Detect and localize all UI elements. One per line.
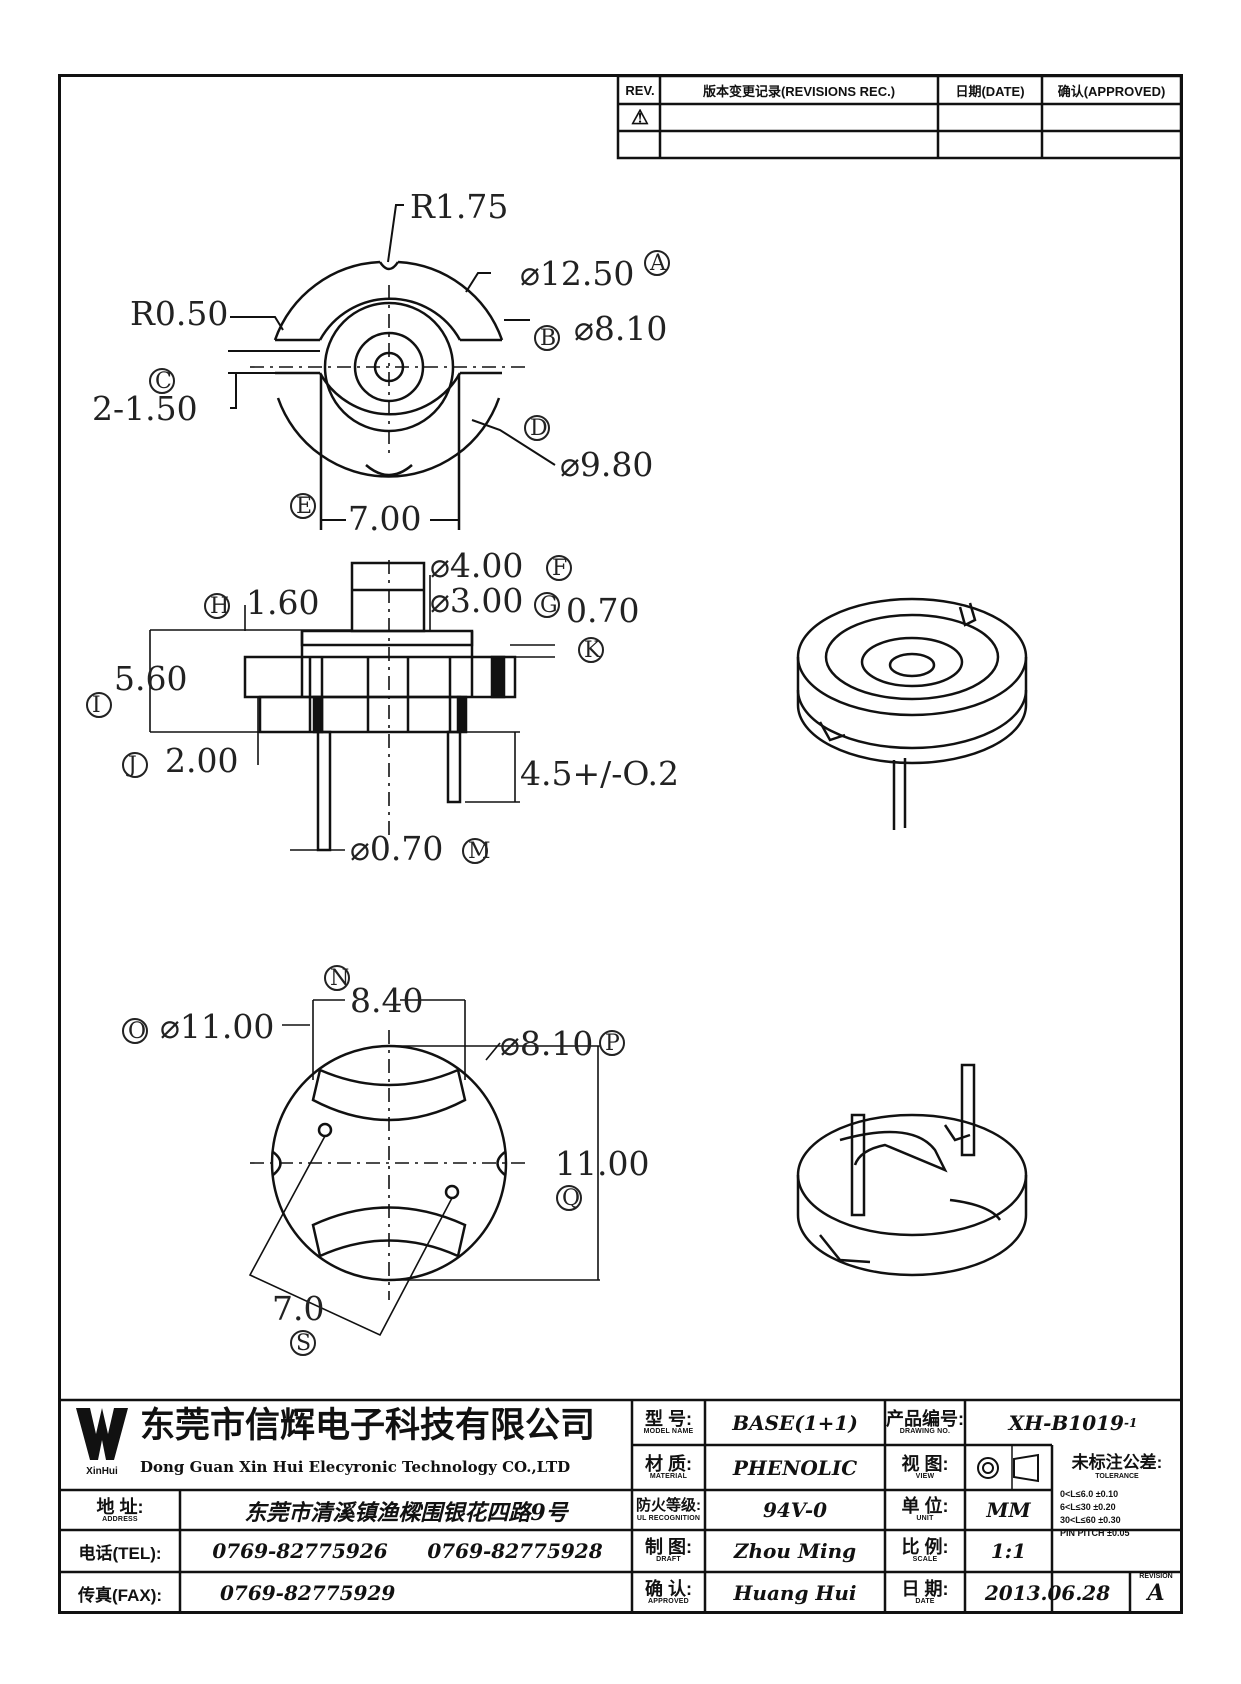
tag-h: H <box>210 594 229 619</box>
tag-g: G <box>540 593 558 618</box>
rev-header-date: 日期(DATE) <box>955 84 1025 99</box>
tolerance-sub: TOLERANCE <box>1095 1473 1139 1480</box>
tolerance-block: 未标注公差: TOLERANCE 0<L≤6.0 ±0.10 6<L≤30 ±0… <box>1054 1448 1180 1570</box>
revision-cell: REVISION A <box>1131 1573 1181 1614</box>
address-label: 地 址:ADDRESS <box>96 1497 144 1523</box>
tag-j: J <box>126 753 137 778</box>
isometric-view-bottom <box>796 1063 1028 1277</box>
fax-value: 0769-82775929 <box>220 1581 396 1605</box>
rev-header-records: 版本变更记录(REVISIONS REC.) <box>702 84 896 99</box>
rev-header-rev: REV. <box>625 83 655 98</box>
view-label: 视 图:VIEW <box>901 1453 949 1480</box>
side-view <box>149 561 555 852</box>
dim-h200: 2.00 <box>165 741 238 780</box>
title-block-grid <box>58 1398 1181 1614</box>
rev-header-approved: 确认(APPROVED) <box>1057 84 1166 99</box>
tag-q: Q <box>562 1186 580 1211</box>
tel-label: 电话(TEL): <box>78 1543 162 1563</box>
company-name-en: Dong Guan Xin Hui Elecyronic Technology … <box>140 1458 571 1476</box>
tag-b: B <box>540 326 556 351</box>
dim-r175: R1.75 <box>410 187 508 226</box>
tag-o: O <box>128 1019 146 1044</box>
tag-i: I <box>92 693 101 718</box>
revision-table <box>616 74 1183 160</box>
tolerance-rows: 0<L≤6.0 ±0.10 6<L≤30 ±0.20 30<L≤60 ±0.30… <box>1060 1489 1130 1538</box>
tag-s: S <box>296 1331 311 1356</box>
dim-d980: ⌀9.80 <box>560 445 653 484</box>
date-label: 日 期:DATE <box>901 1579 949 1605</box>
tag-p: P <box>605 1031 620 1056</box>
tag-a: A <box>649 251 667 276</box>
material-label: 材 质:MATERIAL <box>645 1453 692 1480</box>
dim-d1100: ⌀11.00 <box>160 1007 274 1046</box>
fire-rating-value: 94V-0 <box>762 1498 828 1522</box>
dim-h1100: 11.00 <box>555 1144 649 1183</box>
scale-value: 1:1 <box>990 1539 1027 1563</box>
product-no-value: XH-B1019-1 <box>1008 1410 1138 1435</box>
dim-h070: 0.70 <box>566 591 639 630</box>
type-value: BASE(1+1) <box>732 1410 858 1435</box>
dim-w840: 8.40 <box>350 981 423 1020</box>
scale-label: 比 例:SCALE <box>901 1537 949 1563</box>
tag-n: N <box>330 966 349 991</box>
dim-w700: 7.00 <box>348 499 421 538</box>
top-centerlines <box>250 285 530 455</box>
confirm-value: Huang Hui <box>733 1581 857 1605</box>
tag-f: F <box>552 556 567 581</box>
tolerance-title: 未标注公差: <box>1071 1453 1163 1472</box>
dim-pin-dia: ⌀0.70 <box>350 829 443 868</box>
tag-k: K <box>584 638 601 663</box>
tag-c: C <box>155 369 172 394</box>
revision-value: A <box>1147 1580 1165 1606</box>
projection-symbol-icon <box>965 1445 1052 1490</box>
top-view <box>228 204 556 530</box>
fire-rating-label: 防火等级:UL RECOGNITION <box>636 1497 701 1522</box>
dim-p70: 7.0 <box>272 1289 324 1328</box>
tag-e: E <box>296 494 312 519</box>
date-value: 2013.06.28 <box>984 1581 1111 1605</box>
confirm-label: 确 认:APPROVED <box>645 1579 692 1605</box>
drawn-label: 制 图:DRAFT <box>645 1537 692 1563</box>
type-label: 型 号:MODEL NAME <box>643 1408 694 1435</box>
tag-d: D <box>530 416 548 441</box>
logo-caption: XinHui <box>86 1466 118 1477</box>
isometric-view-top <box>796 597 1028 830</box>
tel-1: 0769-82775926 <box>212 1539 388 1563</box>
material-value: PHENOLIC <box>732 1455 858 1480</box>
company-name-cn: 东莞市信辉电子科技有限公司 <box>140 1406 596 1445</box>
dim-d810-bottom: ⌀8.10 <box>500 1024 593 1063</box>
dim-d300: ⌀3.00 <box>430 581 523 620</box>
rev-warning-icon: ⚠ <box>631 107 649 129</box>
address-value: 东莞市清溪镇渔樑围银花四路9号 <box>244 1500 568 1526</box>
dim-r050: R0.50 <box>130 294 228 333</box>
dim-d1250: ⌀12.50 <box>520 254 634 293</box>
unit-label: 单 位:UNIT <box>901 1496 949 1522</box>
dim-d400: ⌀4.00 <box>430 546 523 585</box>
tel-2: 0769-82775928 <box>427 1539 603 1563</box>
product-no-label: 产品编号:DRAWING NO. <box>886 1408 964 1435</box>
dim-w150: 2-1.50 <box>92 389 198 428</box>
company-logo <box>70 1404 134 1466</box>
dim-d810: ⌀8.10 <box>574 309 667 348</box>
dim-pin-length: 4.5+/-O.2 <box>520 754 679 793</box>
fax-label: 传真(FAX): <box>77 1585 163 1605</box>
dim-h160: 1.60 <box>246 583 319 622</box>
dim-h560: 5.60 <box>114 659 187 698</box>
drawn-value: Zhou Ming <box>733 1539 857 1563</box>
unit-value: MM <box>986 1498 1031 1522</box>
